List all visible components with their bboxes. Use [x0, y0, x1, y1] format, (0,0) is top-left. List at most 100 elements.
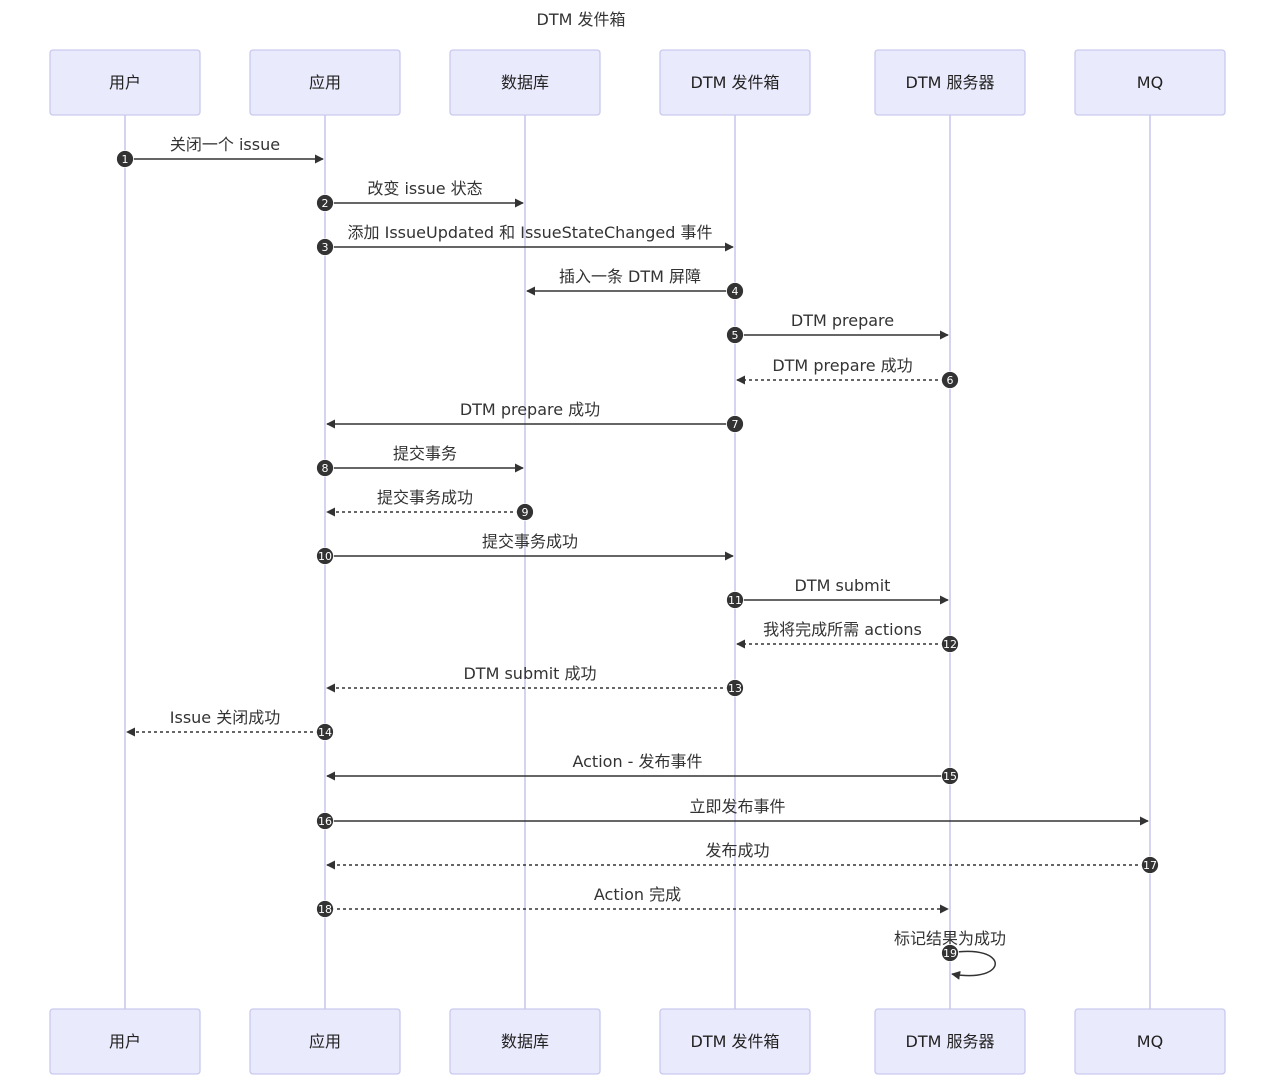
message-label: 插入一条 DTM 屏障 — [559, 267, 701, 286]
actor-label: DTM 发件箱 — [691, 1032, 780, 1051]
message-label: Action - 发布事件 — [572, 752, 702, 771]
actor-box — [449, 1008, 601, 1075]
sequence-number: 19 — [943, 947, 957, 960]
sequence-number: 9 — [522, 506, 529, 519]
sequence-number: 4 — [732, 285, 739, 298]
sequence-number-badge — [726, 679, 744, 697]
sequence-number: 17 — [1143, 859, 1157, 872]
message-15: Action - 发布事件 15 — [326, 752, 959, 785]
message-label: DTM prepare — [791, 311, 894, 330]
message-label: 我将完成所需 actions — [763, 620, 922, 639]
message-label: 改变 issue 状态 — [367, 179, 482, 198]
message-label: 提交事务 — [393, 444, 457, 463]
actor-box — [1074, 1008, 1226, 1075]
lifelines — [124, 115, 1151, 1009]
sequence-number: 18 — [318, 903, 332, 916]
message-9: 提交事务成功 9 — [326, 488, 534, 521]
actor-box — [249, 49, 401, 116]
actor-box — [874, 1008, 1026, 1075]
actor-box — [659, 1008, 811, 1075]
diagram-title: DTM 发件箱 — [537, 10, 626, 29]
actor-label: DTM 服务器 — [906, 73, 995, 92]
sequence-number: 15 — [943, 770, 957, 783]
message-6: DTM prepare 成功 6 — [736, 356, 959, 389]
sequence-number: 14 — [318, 726, 332, 739]
actor-user-top: 用户 — [49, 49, 201, 116]
sequence-number: 10 — [318, 550, 332, 563]
sequence-number-badge — [316, 547, 334, 565]
sequence-number-badge — [1141, 856, 1159, 874]
actor-label: 应用 — [309, 73, 341, 92]
sequence-number-badge — [941, 767, 959, 785]
actor-db-bottom: 数据库 — [449, 1008, 601, 1075]
message-3: 添加 IssueUpdated 和 IssueStateChanged 事件 3 — [316, 223, 734, 256]
actor-label: DTM 服务器 — [906, 1032, 995, 1051]
actor-user-bottom: 用户 — [49, 1008, 201, 1075]
actor-server-bottom: DTM 服务器 — [874, 1008, 1026, 1075]
actor-server-top: DTM 服务器 — [874, 49, 1026, 116]
message-13: DTM submit 成功 13 — [326, 664, 744, 697]
sequence-number-badge — [316, 812, 334, 830]
actor-label: 应用 — [309, 1032, 341, 1051]
message-label: DTM submit — [795, 576, 891, 595]
message-label: 提交事务成功 — [377, 488, 473, 507]
sequence-number: 11 — [728, 594, 742, 607]
actor-label: 用户 — [109, 1032, 141, 1051]
sequence-number-badge — [116, 150, 134, 168]
sequence-number-badge — [941, 635, 959, 653]
actor-mq-bottom: MQ — [1074, 1008, 1226, 1075]
message-label: 添加 IssueUpdated 和 IssueStateChanged 事件 — [348, 223, 713, 242]
actors-top: 用户 应用 数据库 DTM 发件箱 DTM 服务器 MQ — [49, 49, 1226, 116]
sequence-number-badge — [316, 238, 334, 256]
actor-label: 数据库 — [501, 1032, 549, 1051]
sequence-number: 5 — [732, 329, 739, 342]
message-label: 标记结果为成功 — [894, 929, 1006, 948]
sequence-number-badge — [726, 591, 744, 609]
sequence-number: 6 — [947, 374, 954, 387]
message-16: 立即发布事件 16 — [316, 797, 1149, 830]
actor-box — [1074, 49, 1226, 116]
sequence-number: 12 — [943, 638, 957, 651]
message-label: 发布成功 — [705, 841, 769, 860]
actor-outbox-bottom: DTM 发件箱 — [659, 1008, 811, 1075]
actor-box — [49, 1008, 201, 1075]
message-11: DTM submit 11 — [726, 576, 949, 609]
sequence-number-badge — [726, 415, 744, 433]
sequence-number-badge — [316, 194, 334, 212]
sequence-number: 13 — [728, 682, 742, 695]
actor-db-top: 数据库 — [449, 49, 601, 116]
message-label: DTM prepare 成功 — [460, 400, 600, 419]
message-label: Issue 关闭成功 — [170, 708, 280, 727]
message-label: 立即发布事件 — [689, 797, 785, 816]
message-2: 改变 issue 状态2 — [316, 179, 524, 212]
message-5: DTM prepare 5 — [726, 311, 949, 344]
sequence-number: 8 — [322, 462, 329, 475]
message-label: DTM prepare 成功 — [772, 356, 912, 375]
sequence-number-badge — [941, 944, 959, 962]
message-label: Action 完成 — [594, 885, 681, 904]
actor-outbox-top: DTM 发件箱 — [659, 49, 811, 116]
sequence-number-badge — [941, 371, 959, 389]
sequence-number-badge — [316, 723, 334, 741]
message-arrow — [949, 950, 996, 980]
message-label: 关闭一个 issue — [170, 135, 280, 154]
actor-app-top: 应用 — [249, 49, 401, 116]
message-7: DTM prepare 成功 7 — [326, 400, 744, 433]
actor-label: 数据库 — [501, 73, 549, 92]
sequence-number-badge — [726, 282, 744, 300]
actor-app-bottom: 应用 — [249, 1008, 401, 1075]
actor-label: DTM 发件箱 — [691, 73, 780, 92]
actor-mq-top: MQ — [1074, 49, 1226, 116]
actor-label: MQ — [1137, 73, 1163, 92]
sequence-number-badge — [726, 326, 744, 344]
message-label: DTM submit 成功 — [463, 664, 596, 683]
sequence-number: 16 — [318, 815, 332, 828]
sequence-number: 3 — [322, 241, 329, 254]
actor-label: MQ — [1137, 1032, 1163, 1051]
sequence-number: 7 — [732, 418, 739, 431]
message-12: 我将完成所需 actions 12 — [736, 620, 959, 653]
